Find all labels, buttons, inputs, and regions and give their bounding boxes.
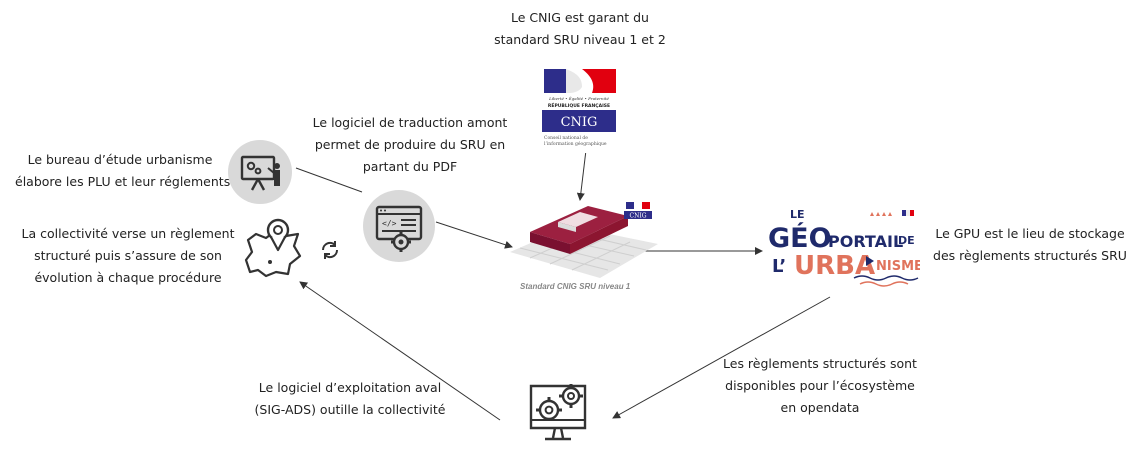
- label-bureau-etude: Le bureau d’étude urbanisme élabore les …: [15, 149, 231, 193]
- sru-image-caption: Standard CNIG SRU niveau 1: [520, 282, 631, 291]
- label-cnig-line1: Le CNIG est garant du: [511, 10, 649, 25]
- label-opendata: Les règlements structurés sont disponibl…: [710, 353, 930, 419]
- cnig-motto: Liberté • Égalité • Fraternité: [548, 96, 609, 101]
- label-gpu-line1: Le GPU est le lieu de stockage: [935, 226, 1125, 241]
- arrow-logiciel-to-sru: [435, 221, 513, 249]
- label-logiciel-amont: Le logiciel de traduction amont permet d…: [300, 112, 520, 178]
- arrow-cnig-to-sru: [576, 149, 587, 201]
- label-bureau-line2: élabore les PLU et leur réglements: [15, 174, 231, 189]
- map-pin-icon: [236, 212, 306, 282]
- cnig-logo: Liberté • Égalité • Fraternité RÉPUBLIQU…: [536, 63, 622, 153]
- label-logiciel-line2: permet de produire du SRU en: [314, 137, 506, 152]
- presentation-board-icon: [228, 140, 292, 204]
- gpu-nisme: NISME: [876, 259, 920, 274]
- label-aval-line2: (SIG-ADS) outille la collectivité: [254, 402, 446, 417]
- label-bureau-line1: Le bureau d’étude urbanisme: [27, 152, 213, 167]
- label-opendata-line2: disponibles pour l’écosystème: [725, 378, 915, 393]
- label-collectivite-line3: évolution à chaque procédure: [34, 270, 222, 285]
- monitor-gears-icon: [521, 378, 595, 446]
- line-bureau-to-logiciel: [295, 167, 363, 193]
- cnig-republique: RÉPUBLIQUE FRANÇAISE: [548, 101, 610, 109]
- sru-cnig-badge: CNIG: [629, 213, 646, 220]
- gpu-geo: GÉO: [768, 222, 832, 254]
- cnig-sub2: l’information géographique: [544, 140, 607, 147]
- label-opendata-line1: Les règlements structurés sont: [723, 356, 917, 371]
- label-gpu-line2: des règlements structurés SRU: [933, 248, 1127, 263]
- gpu-de: DE: [898, 234, 915, 247]
- arrow-aval-to-collectivite: [299, 281, 501, 421]
- label-aval-line1: Le logiciel d’exploitation aval: [258, 380, 442, 395]
- gpu-l: L’: [772, 256, 786, 277]
- arrow-gpu-to-aval: [612, 296, 831, 419]
- label-logiciel-aval: Le logiciel d’exploitation aval (SIG-ADS…: [240, 377, 460, 421]
- label-logiciel-line3: partant du PDF: [362, 159, 458, 174]
- label-opendata-line3: en opendata: [780, 400, 860, 415]
- geoportail-urbanisme-logo: LE GÉO PORTAIL DE L’ URBA NISME: [764, 204, 923, 294]
- label-cnig: Le CNIG est garant du standard SRU nivea…: [480, 7, 680, 51]
- label-cnig-line2: standard SRU niveau 1 et 2: [494, 32, 666, 47]
- svg-text:</>: </>: [382, 219, 397, 228]
- sru-standard-image: CNIG: [510, 192, 658, 298]
- label-collectivite-line2: structuré puis s’assure de son: [34, 248, 222, 263]
- label-gpu: Le GPU est le lieu de stockage des règle…: [932, 223, 1128, 267]
- gpu-le: LE: [790, 208, 805, 221]
- cnig-sub1: Conseil national de: [544, 135, 588, 141]
- sync-icon: [318, 238, 342, 262]
- gpu-portail: PORTAIL: [828, 232, 903, 251]
- label-collectivite-line1: La collectivité verse un règlement: [21, 226, 235, 241]
- label-collectivite: La collectivité verse un règlement struc…: [18, 223, 238, 289]
- code-window-gear-icon: </>: [363, 190, 435, 262]
- label-logiciel-line1: Le logiciel de traduction amont: [312, 115, 508, 130]
- cnig-name: CNIG: [561, 115, 598, 130]
